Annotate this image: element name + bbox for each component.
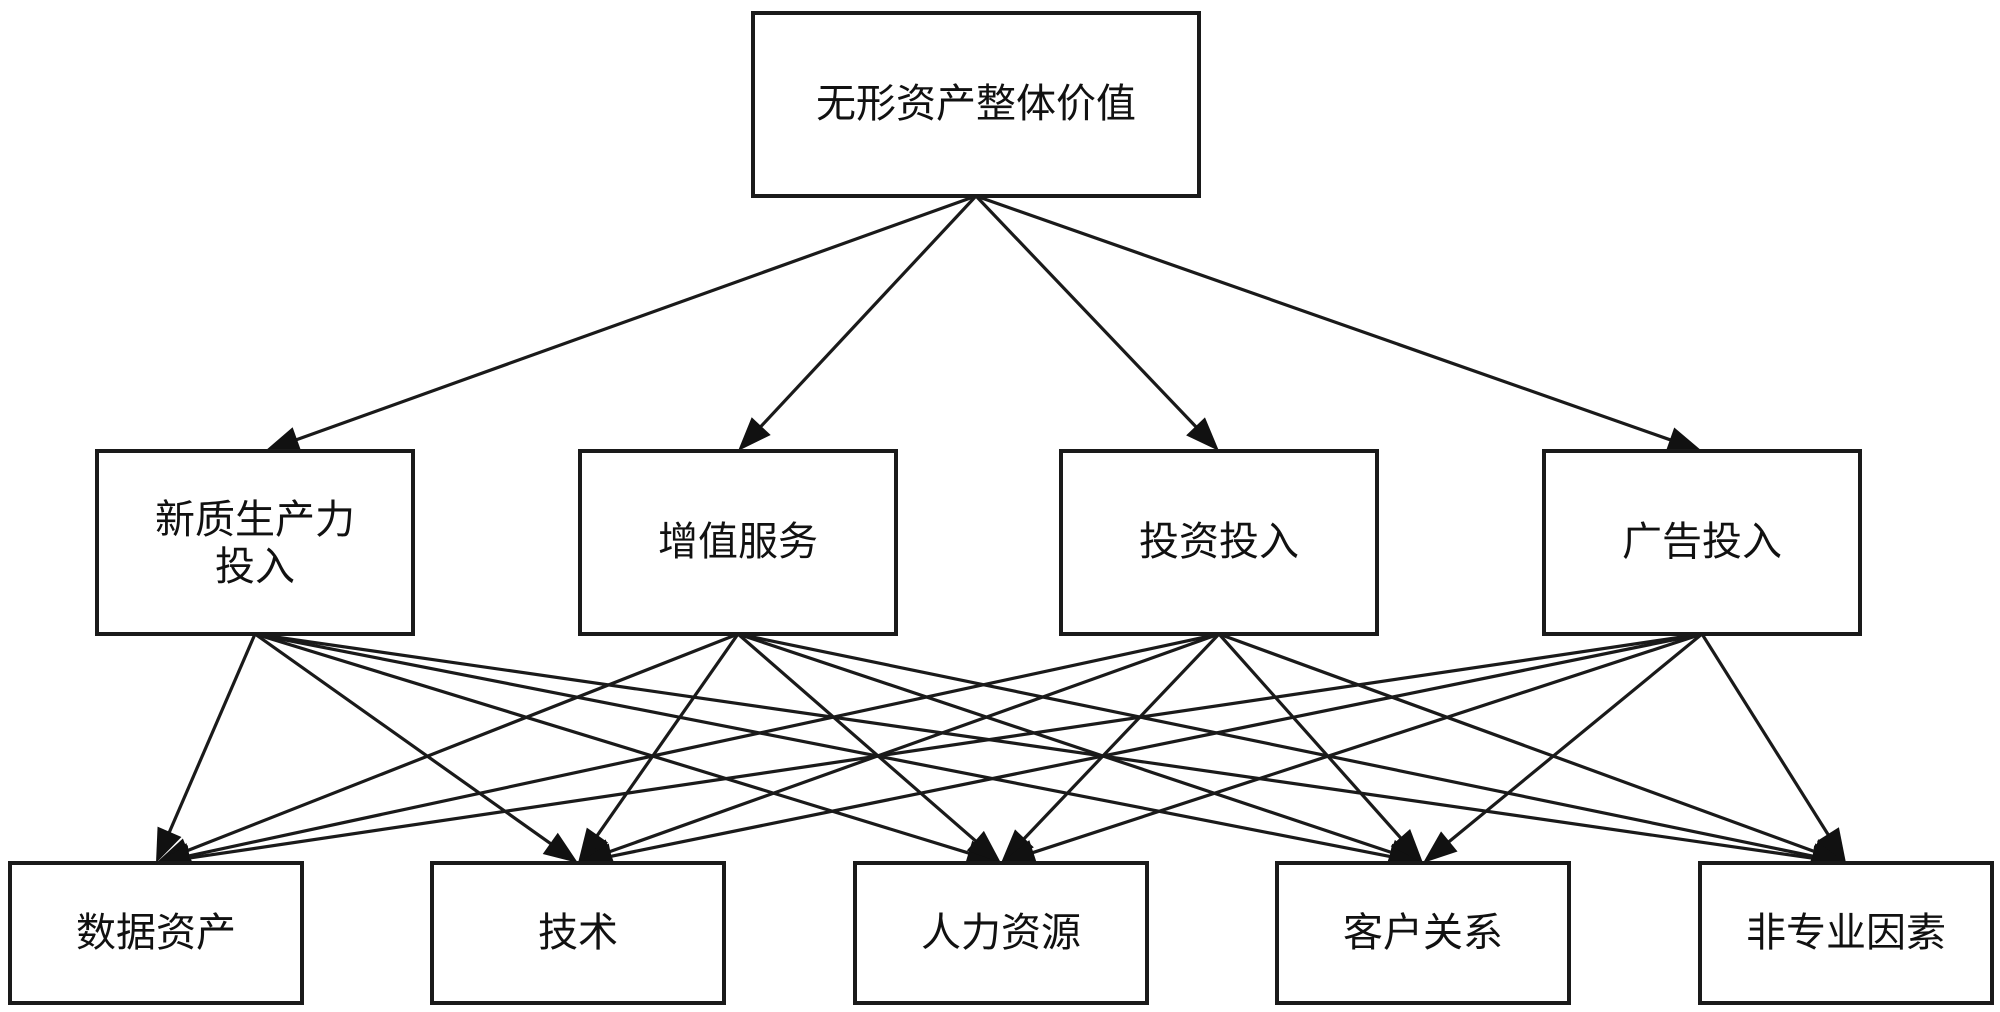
arrowhead [1001,829,1034,863]
edge-line [1218,632,1819,855]
edge-input-0-to-output-0 [156,633,257,863]
edge-line [975,194,1675,443]
edge-line [1217,632,1405,842]
edge-line [593,633,740,840]
edge-line [1029,632,1703,856]
edge-line [1445,632,1704,846]
arrowhead [1665,427,1702,452]
edge-input-1-to-output-1 [578,633,740,863]
edge-line [757,194,978,431]
output-node-data-assets: 数据资产 [8,861,304,1005]
arrowhead [1423,831,1458,863]
arrowhead [542,832,578,863]
input-label-line-1: 新质生产力 [155,497,355,543]
edge-input-2-to-output-4 [1218,632,1846,864]
edge-line [185,632,1703,861]
output-node-technology: 技术 [430,861,726,1005]
edge-input-1-to-output-2 [736,632,1001,863]
arrowhead [1816,827,1846,863]
edge-line [254,632,1394,859]
edge-line [737,632,1817,859]
edge-input-3-to-output-0 [156,632,1703,871]
edge-line [254,632,1817,861]
edge-line [254,632,555,847]
edge-input-3-to-output-1 [578,632,1703,869]
arrowhead [1390,828,1423,863]
root-node: 无形资产整体价值 [751,11,1201,198]
edge-line [607,632,1703,859]
output-label: 技术 [538,910,618,956]
edge-input-2-to-output-3 [1217,632,1423,863]
input-node-investment: 投资投入 [1059,449,1379,636]
input-node-advertising: 广告投入 [1542,449,1862,636]
arrowhead [265,427,302,452]
edge-input-3-to-output-3 [1423,632,1704,863]
arrowhead [1001,840,1038,865]
edge-line [737,632,1396,856]
input-label: 投资投入 [1139,519,1299,565]
edge-root-to-input-2 [974,194,1219,451]
edge-line [183,632,739,854]
output-label: 非专业因素 [1746,910,1946,956]
edge-root-to-input-0 [265,194,977,452]
input-label-line-2: 投入 [215,544,295,590]
edge-line [1700,633,1832,839]
edge-root-to-input-3 [975,194,1702,452]
input-label: 广告投入 [1622,519,1782,565]
edge-line [254,632,973,856]
arrowhead [578,827,609,863]
arrowhead [1186,417,1219,451]
edge-line [292,194,977,443]
edge-line [736,632,980,845]
output-label: 数据资产 [76,910,236,956]
edge-line [605,632,1220,855]
edge-input-2-to-output-2 [1001,632,1221,863]
output-node-non-professional-factors: 非专业因素 [1698,861,1994,1005]
edge-line [166,633,257,837]
edge-input-3-to-output-2 [1001,632,1703,865]
input-node-value-added-services: 增值服务 [578,449,898,636]
arrowhead [156,826,182,863]
output-label: 人力资源 [921,910,1081,956]
output-node-human-resources: 人力资源 [853,861,1149,1005]
input-node-new-productivity: 新质生产力 投入 [95,449,415,636]
edge-input-0-to-output-1 [254,632,578,863]
input-label: 增值服务 [658,519,818,565]
output-node-customer-relations: 客户关系 [1275,861,1571,1005]
arrowhead [738,417,771,451]
edge-input-1-to-output-0 [156,632,739,863]
edge-root-to-input-1 [738,194,978,451]
root-label: 无形资产整体价值 [816,81,1136,127]
edge-line [974,194,1200,431]
edge-input-3-to-output-4 [1700,633,1846,863]
output-label: 客户关系 [1343,910,1503,956]
edge-line [184,632,1220,859]
arrowhead [1809,839,1846,864]
edge-line [1020,632,1221,843]
edges-layer [156,194,1846,872]
arrowhead [966,830,1001,863]
